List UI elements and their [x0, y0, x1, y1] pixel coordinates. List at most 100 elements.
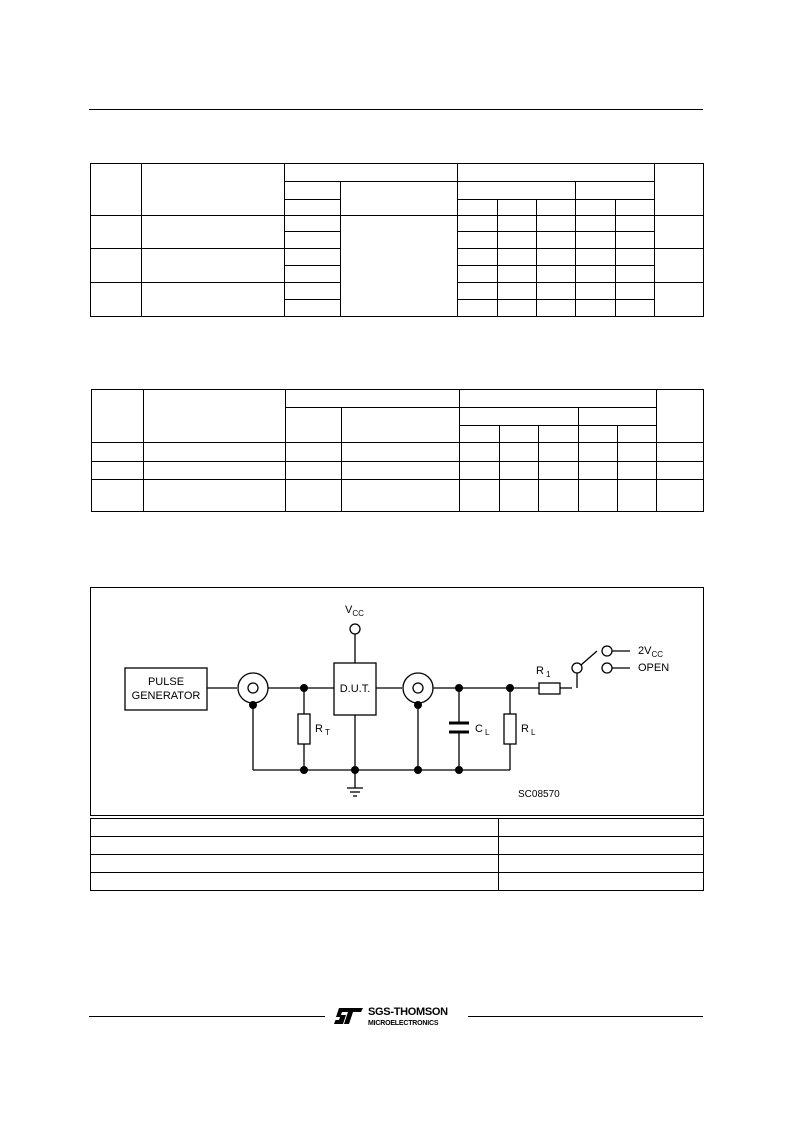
t2-cell	[499, 461, 539, 480]
t1-cell	[536, 248, 576, 266]
t2-cell	[656, 461, 705, 480]
t2-header-max	[538, 425, 579, 443]
t2-cell	[499, 479, 539, 512]
t1-header-conditions	[340, 181, 458, 216]
t1-cell	[497, 282, 537, 300]
cl-label: CL	[475, 723, 492, 737]
t1-header-max	[536, 199, 576, 216]
footer-rule-left	[89, 1016, 325, 1017]
t1-cell	[536, 282, 576, 300]
t1-cell	[575, 265, 616, 283]
t1-cell	[457, 231, 498, 249]
vcc-label: VCC	[345, 604, 364, 618]
st-logo-icon	[334, 1008, 363, 1024]
t1-cell	[575, 248, 616, 266]
t1-row1-unit	[654, 215, 705, 249]
t1-row1-vcc-b	[284, 231, 341, 249]
t1-cell	[457, 248, 498, 266]
t1-cell	[614, 231, 656, 249]
t1-cell	[614, 282, 656, 300]
waveform-table	[90, 818, 704, 891]
pulse-generator-line2: GENERATOR	[131, 690, 201, 702]
t2-cell	[285, 442, 342, 462]
t1-header-unit	[654, 163, 705, 216]
t1-cell	[457, 282, 498, 300]
brand-name: SGS-THOMSON	[368, 1006, 448, 1018]
t1-row1-symbol	[90, 215, 142, 249]
t2-cell	[656, 442, 705, 462]
t2-header-max2	[616, 425, 658, 443]
t2-cell	[578, 442, 618, 462]
t1-header-ta25	[457, 181, 576, 200]
t2-cell	[285, 461, 342, 480]
t2-cell	[538, 442, 579, 462]
t1-cell	[575, 231, 616, 249]
t2-header-conditions	[341, 407, 460, 443]
t2-cell	[459, 479, 500, 512]
brand-subtitle: MICROELECTRONICS	[368, 1020, 439, 1027]
test-circuit-figure	[90, 587, 704, 816]
t2-header-test-conditions	[285, 389, 460, 408]
pulse-generator-line1: PULSE	[147, 676, 185, 688]
t1-row3-symbol	[90, 282, 142, 317]
t1-header-test-conditions	[284, 163, 458, 182]
t2-cell	[341, 479, 460, 512]
t3-cell	[498, 836, 704, 855]
t2-cell	[616, 442, 658, 462]
t2-cell	[143, 461, 286, 480]
t2-header-min2	[578, 425, 618, 443]
t1-cell	[614, 299, 656, 317]
characteristics-table-1	[90, 163, 705, 317]
t3-cell	[498, 818, 704, 837]
t2-cell	[499, 442, 539, 462]
t1-header-typ	[497, 199, 537, 216]
t2-header-parameter	[143, 389, 286, 443]
t1-row3-parameter	[141, 282, 285, 317]
t1-header-parameter	[141, 163, 285, 216]
rt-label: RT	[315, 723, 332, 737]
dut-label: D.U.T.	[339, 683, 371, 695]
t2-cell	[91, 461, 144, 480]
t1-row3-vcc-b	[284, 299, 341, 317]
t1-cell	[497, 231, 537, 249]
t3-cell	[90, 854, 499, 873]
t3-cell	[498, 854, 704, 873]
t2-cell	[578, 461, 618, 480]
t1-header-value	[456, 163, 656, 182]
t1-cell	[497, 265, 537, 283]
two-vcc-label: 2VCC	[638, 645, 664, 659]
t1-cell	[575, 299, 616, 317]
t1-row2-parameter	[141, 248, 285, 283]
t2-header-symbol	[91, 389, 144, 443]
t1-cell	[614, 248, 656, 266]
t2-cell	[285, 479, 342, 512]
t1-row2-unit	[654, 248, 705, 283]
t1-row3-unit	[654, 282, 705, 317]
t1-row3-vcc-a	[284, 282, 341, 300]
t1-conditions-cell	[340, 215, 458, 317]
t2-header-min	[459, 425, 500, 443]
t3-cell	[498, 872, 704, 891]
t1-cell	[614, 215, 656, 232]
t1-cell	[614, 265, 656, 283]
footer-rule-right	[468, 1016, 703, 1017]
t2-cell	[616, 479, 658, 512]
t2-header-ta-range	[577, 407, 658, 426]
t1-header-min2	[575, 199, 616, 216]
t1-header-max2	[614, 199, 656, 216]
t2-cell	[91, 479, 144, 512]
t2-cell	[538, 461, 579, 480]
t1-header-vcc	[284, 181, 341, 200]
t2-cell	[459, 461, 500, 480]
characteristics-table-2	[91, 389, 705, 512]
t1-cell	[575, 282, 616, 300]
t2-cell	[91, 442, 144, 462]
t2-cell	[656, 479, 705, 512]
rl-label: RL	[521, 723, 538, 737]
t1-cell	[457, 265, 498, 283]
t1-cell	[457, 215, 498, 232]
r1-label: R1	[536, 665, 553, 679]
t1-header-vcc-sub	[284, 199, 341, 216]
t1-cell	[497, 299, 537, 317]
t3-cell	[90, 836, 499, 855]
